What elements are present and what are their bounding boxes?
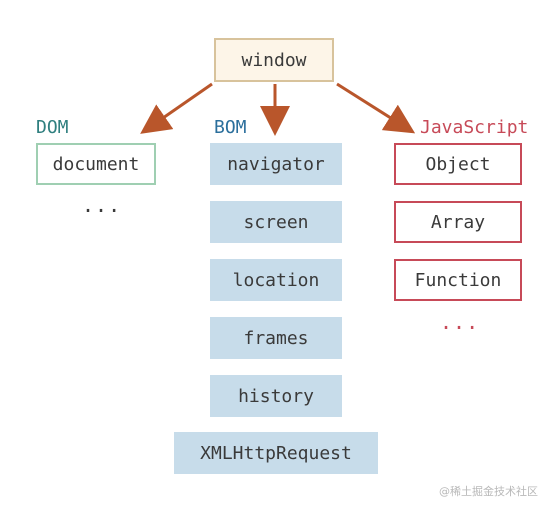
dom-more-ellipsis: ... <box>82 193 122 217</box>
bom-node-history: history <box>210 375 342 417</box>
bom-node-label: XMLHttpRequest <box>200 442 352 464</box>
js-node-array: Array <box>394 201 522 243</box>
bom-group-label: BOM <box>214 117 247 138</box>
bom-node-label: navigator <box>227 153 325 175</box>
bom-node-label: history <box>238 385 314 407</box>
bom-node-label: screen <box>243 211 309 233</box>
js-node-label: Object <box>425 153 491 175</box>
arrow-to-dom <box>140 82 213 134</box>
arrow-to-javascript <box>336 82 416 134</box>
js-node-label: Function <box>414 269 502 291</box>
dom-node-label: document <box>52 153 140 175</box>
window-node: window <box>214 38 334 82</box>
bom-node-xmlhttprequest: XMLHttpRequest <box>174 432 378 474</box>
dom-node-document: document <box>36 143 156 185</box>
dom-group-label: DOM <box>36 117 69 138</box>
js-node-label: Array <box>430 211 486 233</box>
js-node-function: Function <box>394 259 522 301</box>
bom-node-label: frames <box>243 327 309 349</box>
js-node-object: Object <box>394 143 522 185</box>
bom-node-frames: frames <box>210 317 342 359</box>
javascript-group-label: JavaScript <box>420 117 529 138</box>
bom-node-navigator: navigator <box>210 143 342 185</box>
watermark-text: @稀土掘金技术社区 <box>439 485 538 498</box>
bom-node-location: location <box>210 259 342 301</box>
window-label: window <box>241 49 307 71</box>
bom-node-screen: screen <box>210 201 342 243</box>
js-more-ellipsis: ... <box>440 310 480 334</box>
bom-node-label: location <box>232 269 320 291</box>
